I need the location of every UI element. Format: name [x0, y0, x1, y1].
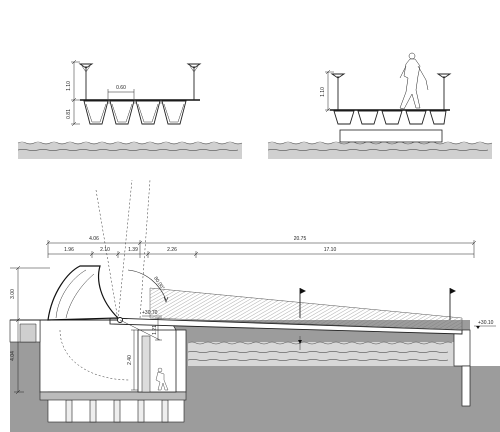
- level-right: +30.10: [478, 320, 494, 326]
- dim-height-lower: 0.81: [66, 109, 72, 119]
- right-pile: [461, 365, 471, 407]
- cross-section-right: 1.10: [267, 52, 493, 159]
- cross-section-left: 1.10 0.81 0.60: [17, 59, 243, 159]
- dim-shaft: 2.40: [127, 355, 133, 365]
- flag-left-icon: [299, 288, 306, 318]
- person-silhouette-icon: [399, 52, 429, 110]
- dim-height-upper: 1.10: [66, 81, 72, 91]
- dim-row2-c: 1.39: [128, 247, 138, 253]
- bottom-slab: [39, 391, 187, 401]
- raised-leaf-edge-3: [95, 189, 119, 321]
- lamp-r2-icon: [436, 73, 452, 79]
- pontoon-4: [161, 100, 187, 125]
- pontoon-base-slab: [339, 129, 443, 143]
- rotation-path-lower: [59, 329, 131, 381]
- level-hinge: +30.70: [142, 310, 158, 316]
- dim-height-right: 1.10: [320, 87, 326, 97]
- right-abutment: [453, 329, 471, 367]
- counterweight: [141, 335, 151, 393]
- dim-left-lower: 4.04: [10, 351, 16, 361]
- trough-4: [405, 110, 427, 125]
- trough-5: [429, 110, 447, 125]
- water-pool: [188, 342, 454, 366]
- dim-left-upper: 3.00: [10, 289, 16, 299]
- dim-row1-left: 4.06: [89, 236, 99, 242]
- water-surface-left: [17, 141, 243, 145]
- trough-3: [381, 110, 403, 125]
- lamp-left-icon: [78, 63, 94, 69]
- bridge-railing: [149, 287, 463, 331]
- long-section: 4.06 20.75 1.96 2.10 1.39 2.26 17.10 3.0…: [9, 179, 500, 432]
- dim-row2-b: 2.10: [100, 247, 110, 253]
- water-body-left: [18, 143, 242, 159]
- raised-leaf-edge-2: [139, 179, 151, 319]
- water-surface-pool: [187, 341, 453, 345]
- water-surface-right: [267, 141, 493, 145]
- lamp-r1-icon: [330, 73, 346, 79]
- level-marker-mid: [298, 336, 302, 350]
- dim-row2-a: 1.96: [64, 247, 74, 253]
- dim-small: 1.21: [152, 325, 158, 335]
- bascule-leaf: [47, 265, 120, 321]
- bridge-deck: [109, 317, 463, 335]
- dim-row2-e: 17.10: [324, 247, 337, 253]
- flag-right-icon: [449, 288, 456, 320]
- trough-2: [357, 110, 379, 125]
- person-shaft-icon: [155, 367, 169, 391]
- water-ripple-left: [17, 149, 239, 151]
- water-ripple-right: [267, 149, 489, 151]
- pontoon-2: [109, 100, 135, 125]
- dim-width: 0.60: [116, 85, 126, 91]
- trough-1: [333, 110, 355, 125]
- pontoon-3: [135, 100, 161, 125]
- water-body-right: [268, 143, 492, 159]
- dim-row2-d: 2.26: [167, 247, 177, 253]
- pontoon-1: [83, 100, 109, 125]
- dim-row1-right: 20.75: [294, 236, 307, 242]
- angle-arc: [127, 269, 167, 301]
- lamp-right-icon: [186, 63, 202, 69]
- raised-leaf-edge-1: [117, 179, 133, 321]
